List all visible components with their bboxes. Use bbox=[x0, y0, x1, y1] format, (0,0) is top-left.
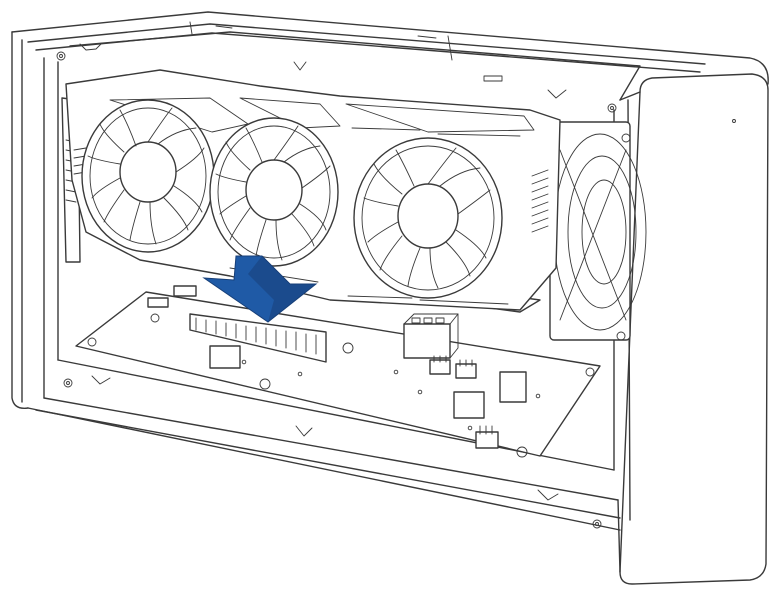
gpu-fan-1 bbox=[81, 99, 215, 253]
gpu-fan-2 bbox=[209, 117, 339, 267]
rear-case-fan bbox=[549, 121, 647, 341]
gpu-fan-3 bbox=[353, 137, 503, 299]
chassis bbox=[11, 11, 769, 585]
power-connector bbox=[403, 313, 459, 359]
graphics-card bbox=[61, 69, 561, 313]
pcie-slot bbox=[189, 313, 327, 363]
motherboard bbox=[75, 285, 601, 458]
install-direction-arrow bbox=[202, 255, 318, 323]
